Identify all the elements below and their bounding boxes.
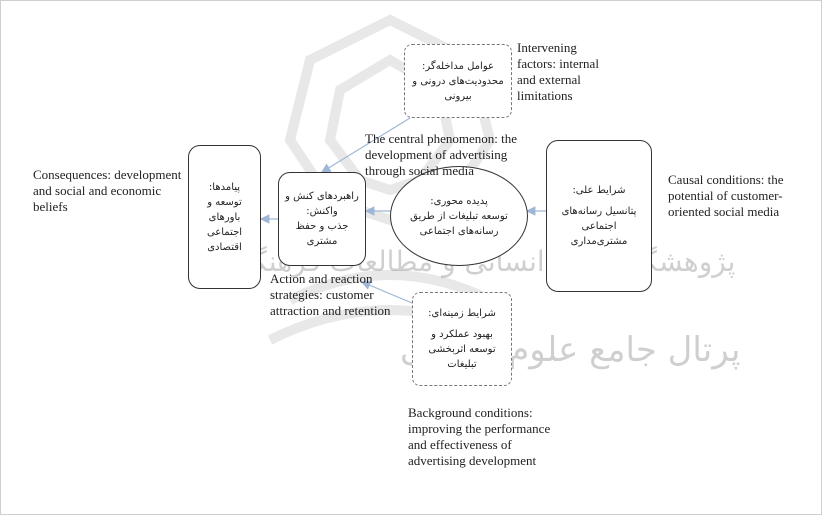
intervening-factors-title: عوامل مداخله‌گر: [422, 60, 494, 72]
arrow-intervening-to-strategies [320, 117, 411, 173]
causal-conditions-title: شرایط علی: [572, 185, 626, 196]
causal-conditions-body: پتانسیل رسانه‌های اجتماعی مشتری‌مداری [561, 206, 637, 247]
arrow-background-to-strategies [360, 280, 413, 304]
label-central-phenomenon: The central phenomenon: the development … [365, 131, 517, 178]
label-background-conditions: Background conditions: improving the per… [408, 405, 551, 468]
label-consequences: Consequences: development and social and… [33, 167, 182, 214]
label-causal-conditions: Causal conditions: the potential of cust… [668, 172, 784, 219]
strategies-box: راهبردهای کنش و واکنش: جذب و حفظ مشتری [278, 172, 366, 266]
background-conditions-title: شرایط زمینه‌ای: [428, 308, 496, 319]
label-strategies: Action and reaction strategies: customer… [270, 271, 391, 318]
intervening-factors-box: عوامل مداخله‌گر: محدودیت‌های درونی و بیر… [404, 44, 512, 118]
background-conditions-box: شرایط زمینه‌ای: بهبود عملکرد و توسعه اثر… [412, 292, 512, 386]
strategies-body: جذب و حفظ مشتری [295, 221, 349, 247]
central-phenomenon-ellipse: پدیده محوری: توسعه تبلیغات از طریق رسانه… [390, 166, 528, 266]
consequences-body: توسعه و باورهای اجتماعی اقتصادی [206, 196, 243, 253]
strategies-title: راهبردهای کنش و واکنش: [285, 191, 359, 217]
central-phenomenon-title: پدیده محوری: [430, 195, 488, 207]
central-phenomenon-body: توسعه تبلیغات از طریق رسانه‌های اجتماعی [410, 210, 508, 237]
causal-conditions-box: شرایط علی: پتانسیل رسانه‌های اجتماعی مشت… [546, 140, 652, 292]
intervening-factors-body: محدودیت‌های درونی و بیرونی [412, 75, 504, 102]
consequences-title: پیامدها: [208, 181, 241, 193]
background-conditions-body: بهبود عملکرد و توسعه اثربخشی تبلیغات [428, 329, 496, 370]
label-intervening-factors: Intervening factors: internal and extern… [517, 40, 599, 103]
consequences-box: پیامدها: توسعه و باورهای اجتماعی اقتصادی [188, 145, 261, 289]
